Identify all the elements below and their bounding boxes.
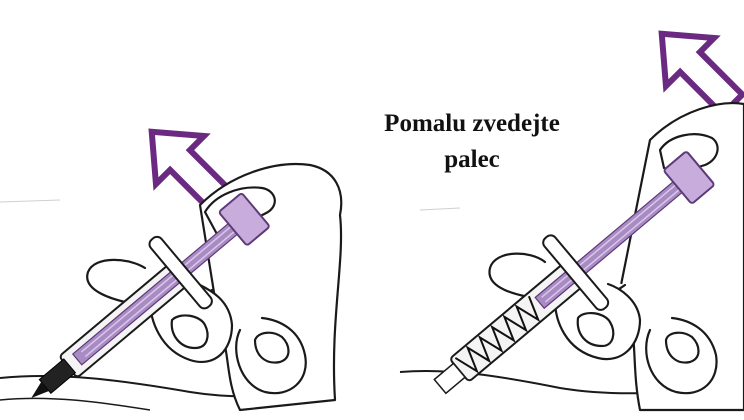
caption-line-2: palec bbox=[332, 142, 612, 178]
left-hand bbox=[87, 164, 341, 410]
caption-line-1: Pomalu zvedejte bbox=[332, 106, 612, 142]
right-surface-line bbox=[420, 208, 460, 210]
left-table-edge-lower bbox=[0, 398, 150, 410]
left-panel bbox=[0, 108, 341, 420]
left-surface-line bbox=[0, 200, 60, 202]
instruction-caption: Pomalu zvedejte palec bbox=[332, 106, 612, 178]
right-panel bbox=[400, 10, 744, 420]
